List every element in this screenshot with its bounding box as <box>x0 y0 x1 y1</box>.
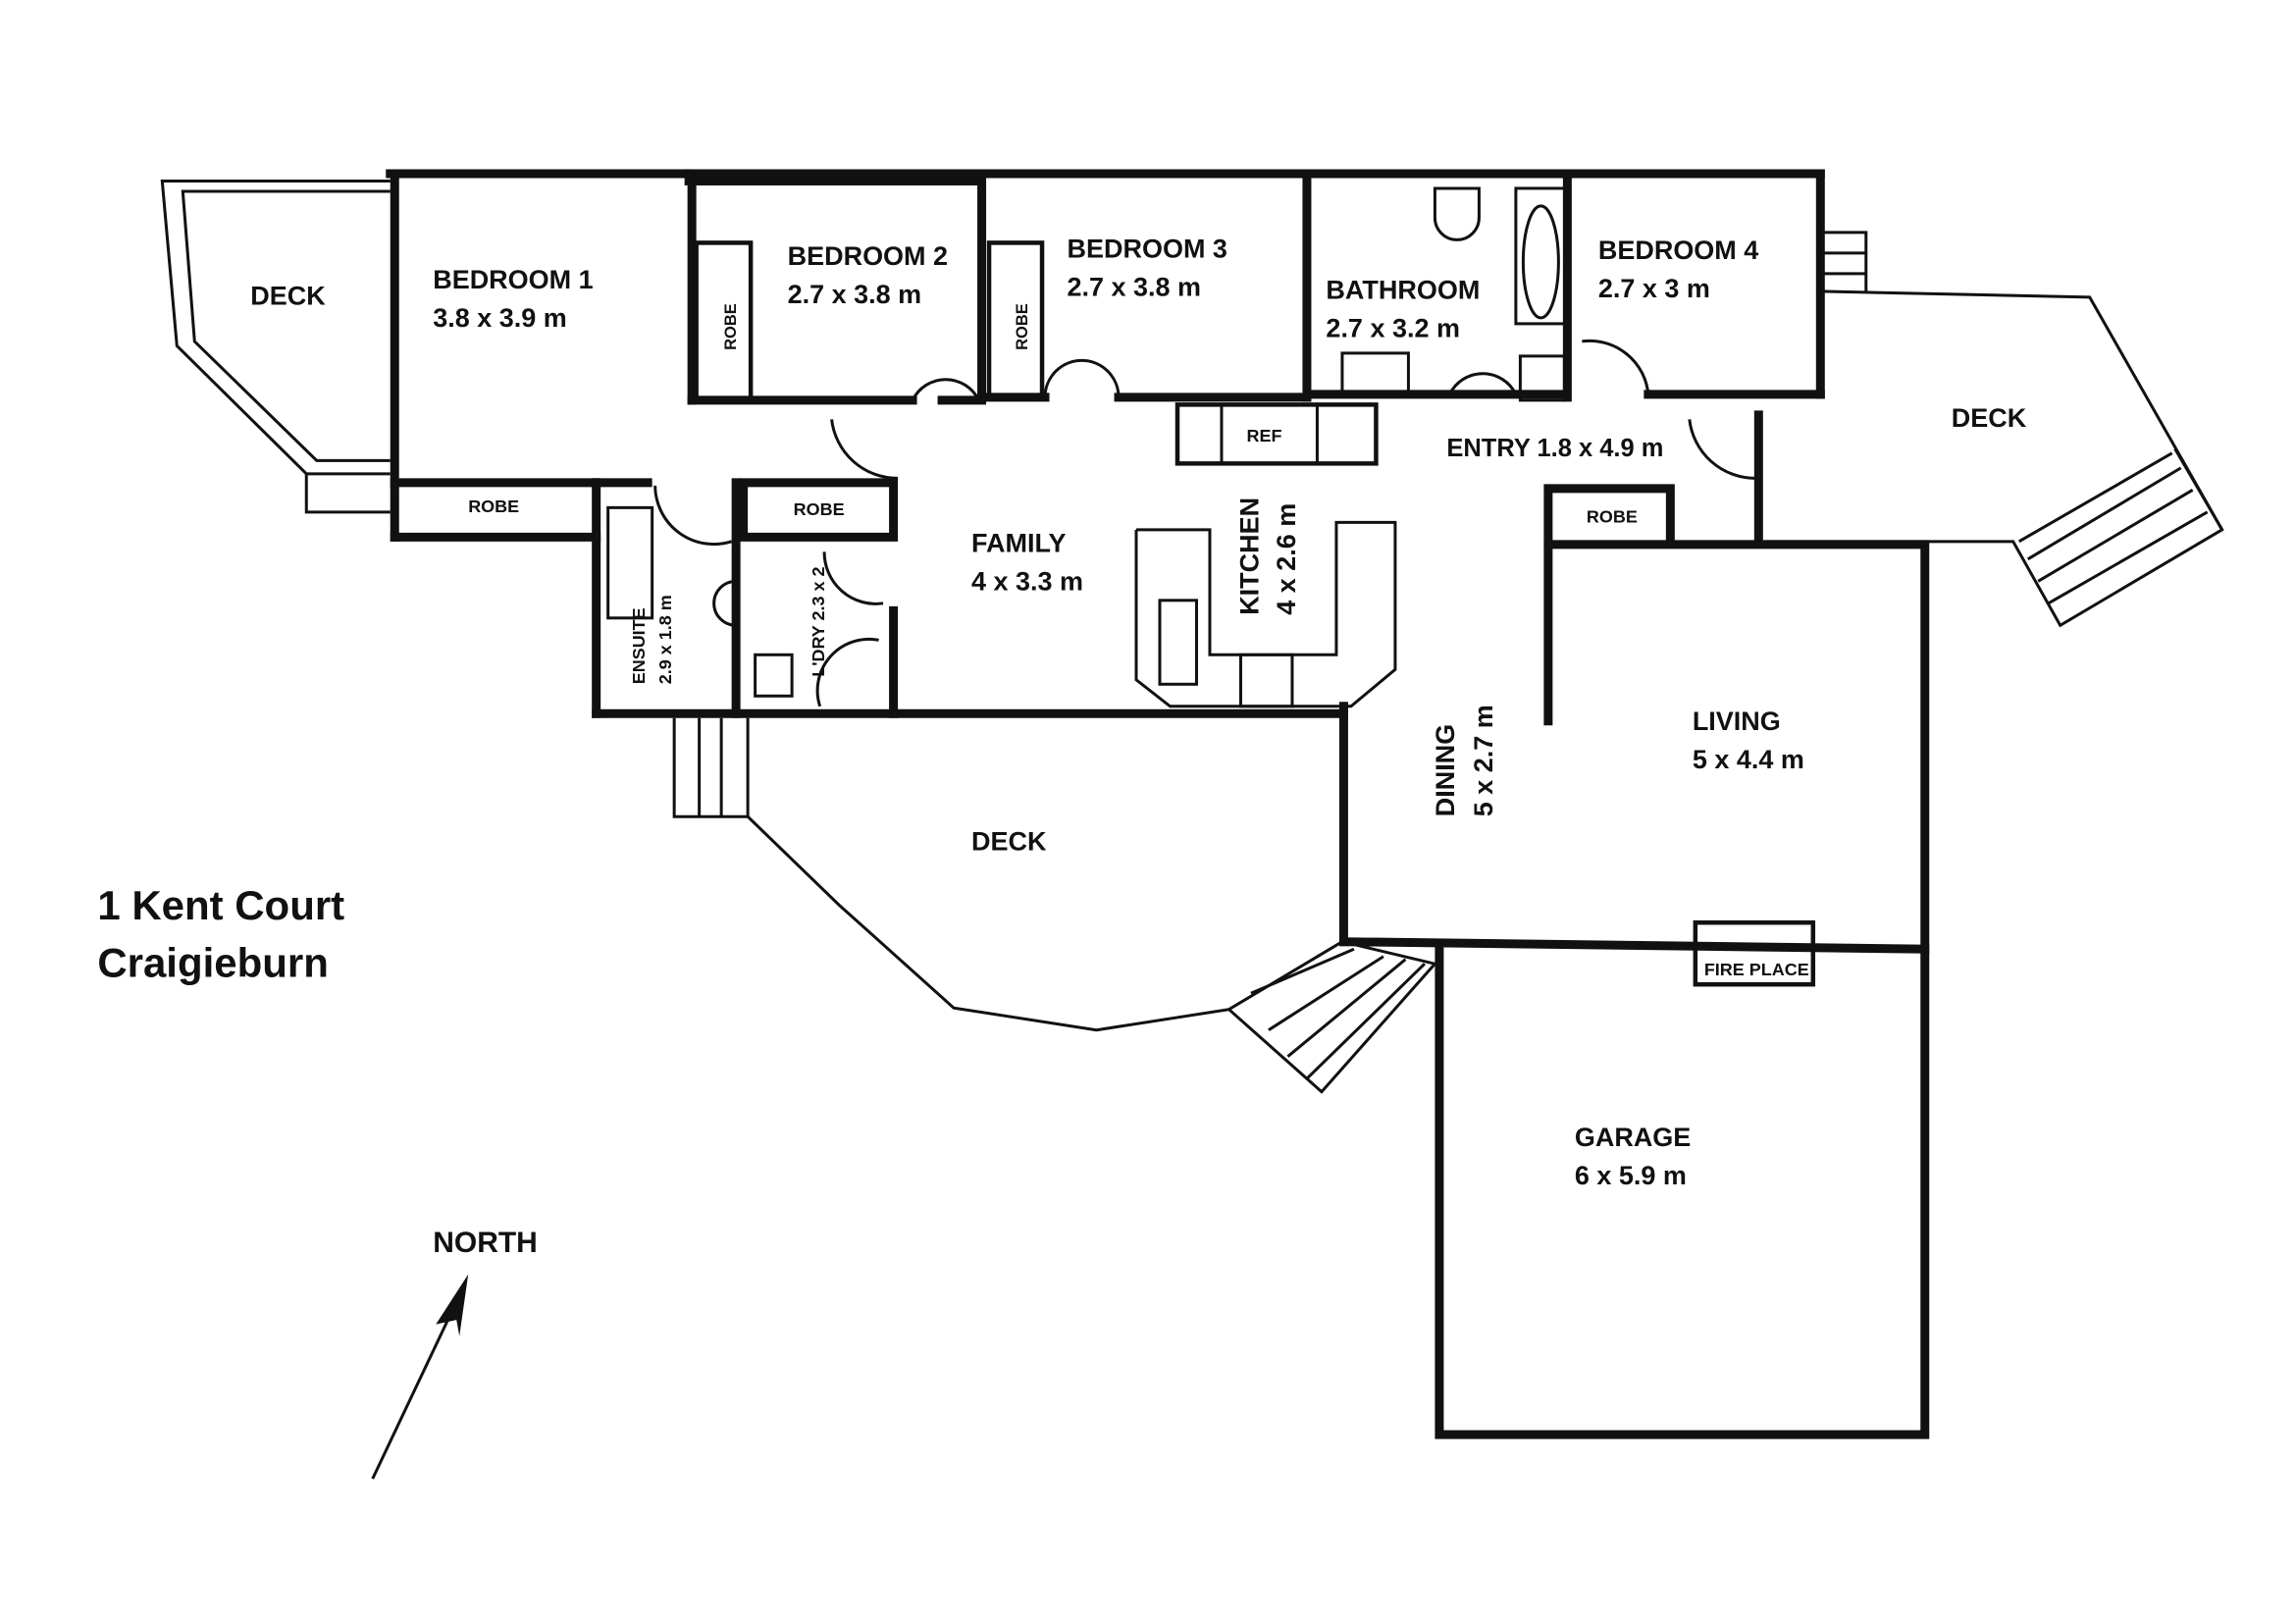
robe-family-label: ROBE <box>794 499 845 519</box>
robes-and-fixtures <box>606 186 1569 708</box>
family-size: 4 x 3.3 m <box>971 566 1083 596</box>
door-swings <box>653 339 1816 987</box>
bedroom2-name: BEDROOM 2 <box>788 241 948 271</box>
living-size: 5 x 4.4 m <box>1693 745 1804 774</box>
deck-east-label: DECK <box>1952 403 2027 433</box>
dining-name: DINING <box>1431 724 1460 816</box>
robe-bedroom1-label: ROBE <box>468 497 519 516</box>
bathroom-size: 2.7 x 3.2 m <box>1326 313 1460 342</box>
ensuite-size: 2.9 x 1.8 m <box>655 595 675 684</box>
robe-bedroom3-label: ROBE <box>1014 303 1031 350</box>
walls <box>386 169 1930 1440</box>
bedroom4-size: 2.7 x 3 m <box>1598 274 1710 303</box>
address-line2: Craigieburn <box>97 940 329 986</box>
deck-south-outline <box>672 717 1438 1094</box>
bedroom3-name: BEDROOM 3 <box>1068 234 1227 263</box>
north-arrow-icon <box>371 1274 469 1480</box>
ref-label: REF <box>1246 426 1281 445</box>
deck-west-label: DECK <box>250 281 326 310</box>
kitchen-name: KITCHEN <box>1234 497 1264 615</box>
bedroom1-name: BEDROOM 1 <box>433 265 593 294</box>
entry-label: ENTRY 1.8 x 4.9 m <box>1446 435 1663 462</box>
address-line1: 1 Kent Court <box>97 882 344 928</box>
robe-bedroom2-label: ROBE <box>722 303 740 350</box>
robe-entry-label: ROBE <box>1587 506 1638 526</box>
bedroom1-size: 3.8 x 3.9 m <box>433 303 567 333</box>
garage-name: GARAGE <box>1575 1123 1691 1152</box>
laundry-label: L'DRY 2.3 x 2 <box>809 567 828 677</box>
deck-east-outline <box>1765 231 2224 628</box>
ensuite-name: ENSUITE <box>629 607 649 684</box>
bedroom4-name: BEDROOM 4 <box>1598 236 1758 265</box>
fireplace-label: FIRE PLACE <box>1704 960 1809 979</box>
bedroom3-size: 2.7 x 3.8 m <box>1068 272 1202 301</box>
deck-south-label: DECK <box>971 827 1047 857</box>
bedroom2-size: 2.7 x 3.8 m <box>788 280 922 309</box>
north-label: NORTH <box>433 1227 538 1259</box>
garage-size: 6 x 5.9 m <box>1575 1161 1687 1190</box>
bathroom-name: BATHROOM <box>1326 275 1480 304</box>
family-name: FAMILY <box>971 528 1066 557</box>
deck-west-outline <box>160 179 391 514</box>
dining-size: 5 x 2.7 m <box>1469 705 1498 816</box>
living-name: LIVING <box>1693 707 1781 736</box>
kitchen-size: 4 x 2.6 m <box>1272 503 1301 615</box>
